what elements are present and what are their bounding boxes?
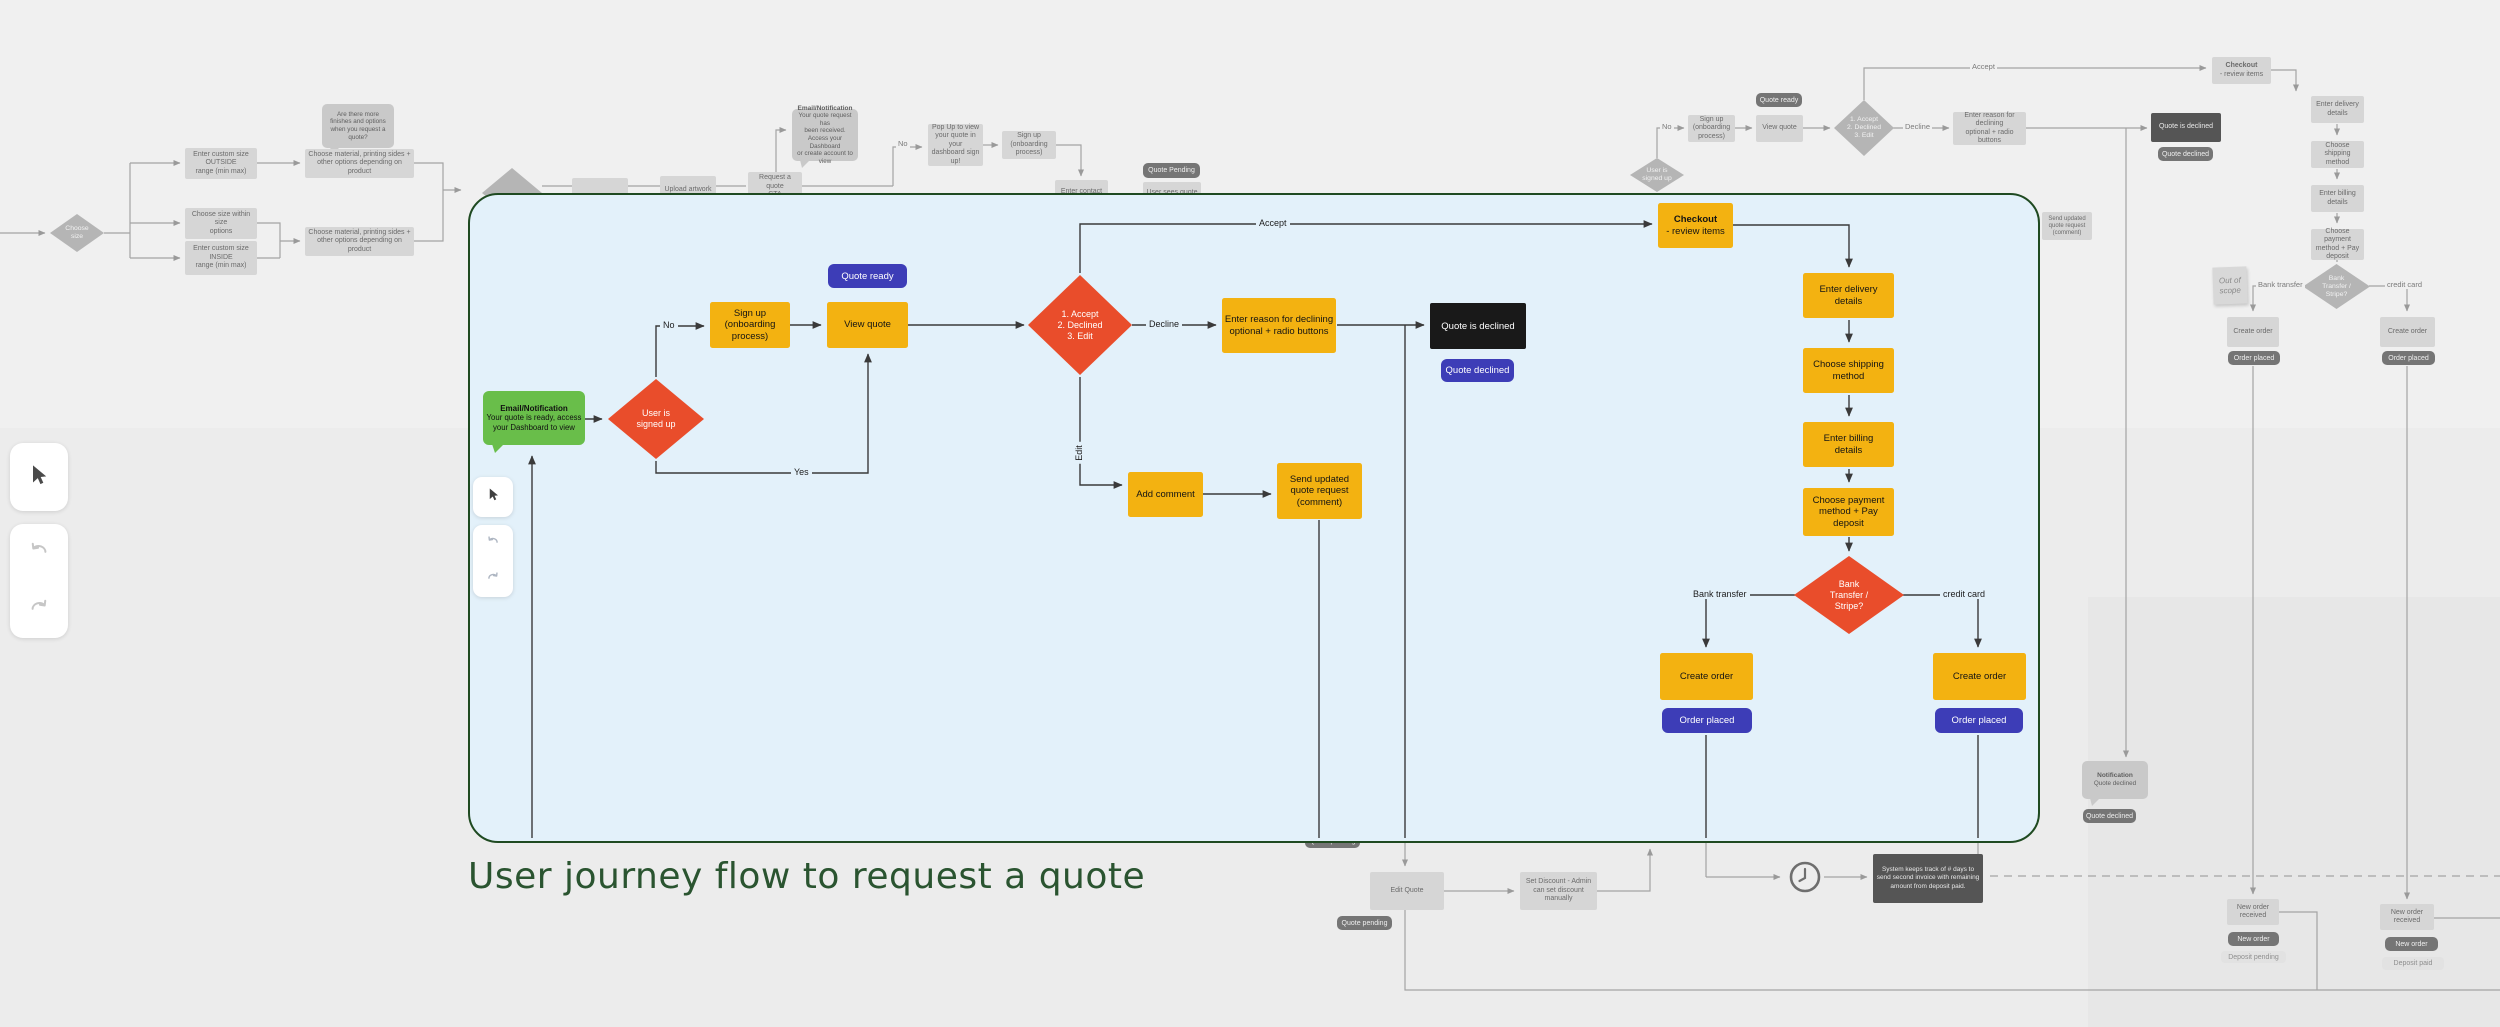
- bg-material-box-1: Choose material, printing sides + other …: [305, 149, 414, 178]
- bg-new-order-received-box-2: New order received: [2380, 904, 2434, 930]
- accept-label: Accept: [1256, 218, 1290, 228]
- bg-popup-box: Pop Up to view your quote in your dashbo…: [928, 124, 983, 166]
- checkout-title: Checkout: [1673, 214, 1718, 225]
- edit-label: Edit: [1073, 442, 1084, 464]
- bg-checkout-body: - review items: [2219, 70, 2264, 78]
- bg-enter-billing-box: Enter billing details: [2311, 185, 2364, 212]
- bg-new-order-badge-1: New order: [2228, 932, 2279, 946]
- undo-icon[interactable]: [28, 539, 50, 566]
- create-order-box-left[interactable]: Create order: [1660, 653, 1753, 700]
- bg-bubble-title: Email/Notification: [797, 104, 853, 112]
- bg-notification-bubble: Notification Quote declined: [2082, 761, 2148, 806]
- bg-bubble-body: Your quote request has been received. Ac…: [797, 112, 853, 165]
- bg-finishes-bubble: Are there more finishes and options when…: [322, 104, 394, 155]
- enter-delivery-box[interactable]: Enter delivery details: [1803, 273, 1894, 318]
- bg-order-placed-badge-left: Order placed: [2228, 351, 2280, 365]
- bg-edit-quote-box: Edit Quote: [1370, 872, 1444, 910]
- add-comment-box[interactable]: Add comment: [1128, 472, 1203, 517]
- quote-is-declined-box[interactable]: Quote is declined: [1430, 303, 1526, 349]
- cursor-icon: [27, 463, 51, 492]
- bg-quote-pending-badge-top: Quote Pending: [1143, 163, 1200, 178]
- bg-custom-outside-box: Enter custom size OUTSIDE range (min max…: [185, 148, 257, 179]
- bg-no-label-tr: No: [1660, 122, 1674, 131]
- bg-system-tracks-box: System keeps track of # days to send sec…: [1873, 854, 1983, 903]
- clock-icon: [1788, 860, 1822, 899]
- bg-quote-declined-badge-br: Quote declined: [2083, 809, 2136, 823]
- bg-accept-label-tr: Accept: [1970, 62, 1997, 71]
- bg-choose-shipping-box: Choose shipping method: [2311, 141, 2364, 168]
- bg-credit-card-label: credit card: [2385, 280, 2425, 289]
- bg-checkout-box-tr: Checkout - review items: [2212, 57, 2271, 84]
- bg-set-discount-box: Set Discount - Admin can set discount ma…: [1520, 872, 1597, 910]
- decline-label: Decline: [1146, 319, 1183, 329]
- bg-decline-label-tr: Decline: [1903, 122, 1933, 131]
- bank-transfer-label: Bank transfer: [1690, 589, 1750, 599]
- bg-size-within-box: Choose size within size options: [185, 208, 257, 239]
- enter-billing-box[interactable]: Enter billing details: [1803, 422, 1894, 467]
- panel-cursor-tool-button[interactable]: [473, 477, 513, 517]
- bg-choose-payment-box: Choose payment method + Pay deposit: [2311, 228, 2364, 260]
- checkout-body: - review items: [1666, 225, 1725, 237]
- order-placed-badge-left[interactable]: Order placed: [1662, 708, 1752, 733]
- bg-deposit-pending-badge: Deposit pending: [2221, 951, 2286, 963]
- panel-undo-redo-toolbar[interactable]: [473, 525, 513, 597]
- bg-quote-ready-badge-tr: Quote ready: [1756, 93, 1802, 107]
- bg-quote-declined-box-tr: Quote is declined: [2151, 113, 2221, 142]
- panel-redo-icon[interactable]: [486, 570, 500, 589]
- email-notification-body: Your quote is ready, access your Dashboa…: [486, 413, 582, 432]
- panel-cursor-icon: [486, 487, 501, 507]
- quote-ready-badge[interactable]: Quote ready: [828, 264, 907, 288]
- create-order-box-right[interactable]: Create order: [1933, 653, 2026, 700]
- view-quote-box[interactable]: View quote: [827, 302, 908, 348]
- no-label: No: [660, 320, 678, 330]
- bg-enter-delivery-box: Enter delivery details: [2311, 96, 2364, 123]
- choose-shipping-box[interactable]: Choose shipping method: [1803, 348, 1894, 393]
- bg-notification-title: Notification: [2097, 772, 2133, 780]
- order-placed-badge-right[interactable]: Order placed: [1935, 708, 2023, 733]
- bg-checkout-title: Checkout: [2225, 62, 2258, 69]
- bg-new-order-received-box-1: New order received: [2227, 899, 2279, 925]
- choose-payment-box[interactable]: Choose payment method + Pay deposit: [1803, 488, 1894, 536]
- bg-new-order-badge-2: New order: [2385, 937, 2438, 951]
- bg-signup-box-tr: Sign up (onboarding process): [1688, 115, 1735, 142]
- bg-custom-inside-box: Enter custom size INSIDE range (min max): [185, 241, 257, 275]
- cursor-tool-button[interactable]: [10, 443, 68, 511]
- bg-deposit-paid-badge: Deposit paid: [2382, 957, 2444, 970]
- undo-redo-toolbar[interactable]: [10, 524, 68, 638]
- email-notification-bubble[interactable]: Email/Notification Your quote is ready, …: [483, 391, 585, 453]
- send-updated-box[interactable]: Send updated quote request (comment): [1277, 463, 1362, 519]
- bg-view-quote-box-tr: View quote: [1756, 115, 1803, 142]
- board-title[interactable]: User journey flow to request a quote: [468, 856, 1146, 897]
- bg-bank-transfer-label: Bank transfer: [2256, 280, 2305, 289]
- bg-material-box-2: Choose material, printing sides + other …: [305, 227, 414, 256]
- checkout-box[interactable]: Checkout - review items: [1658, 203, 1733, 248]
- bg-signup-box-mid: Sign up (onboarding process): [1002, 131, 1056, 159]
- bg-send-updated-box: Send updated quote request (comment): [2042, 212, 2092, 240]
- bg-notification-body: Quote declined: [2093, 780, 2137, 787]
- bg-enter-reason-box-tr: Enter reason for declining optional + ra…: [1953, 112, 2026, 145]
- sign-up-box[interactable]: Sign up (onboarding process): [710, 302, 790, 348]
- enter-reason-box[interactable]: Enter reason for declining optional + ra…: [1222, 298, 1336, 353]
- bg-quote-pending-badge-bottom: Quote pending: [1337, 916, 1392, 930]
- bg-create-order-box-left: Create order: [2227, 317, 2279, 347]
- redo-icon[interactable]: [28, 596, 50, 623]
- bg-quote-declined-badge-tr: Quote declined: [2158, 147, 2213, 161]
- bg-no-label-mid: No: [896, 139, 910, 148]
- panel-undo-icon[interactable]: [486, 534, 500, 553]
- yes-label: Yes: [791, 467, 812, 477]
- bg-email-notification-bubble: Email/Notification Your quote request ha…: [792, 105, 858, 168]
- bg-order-placed-badge-right: Order placed: [2382, 351, 2435, 365]
- background-band-bottom-right: [2088, 597, 2500, 1027]
- bg-create-order-box-right: Create order: [2380, 317, 2435, 347]
- quote-declined-badge[interactable]: Quote declined: [1441, 359, 1514, 382]
- credit-card-label: credit card: [1940, 589, 1989, 599]
- email-notification-title: Email/Notification: [500, 404, 568, 414]
